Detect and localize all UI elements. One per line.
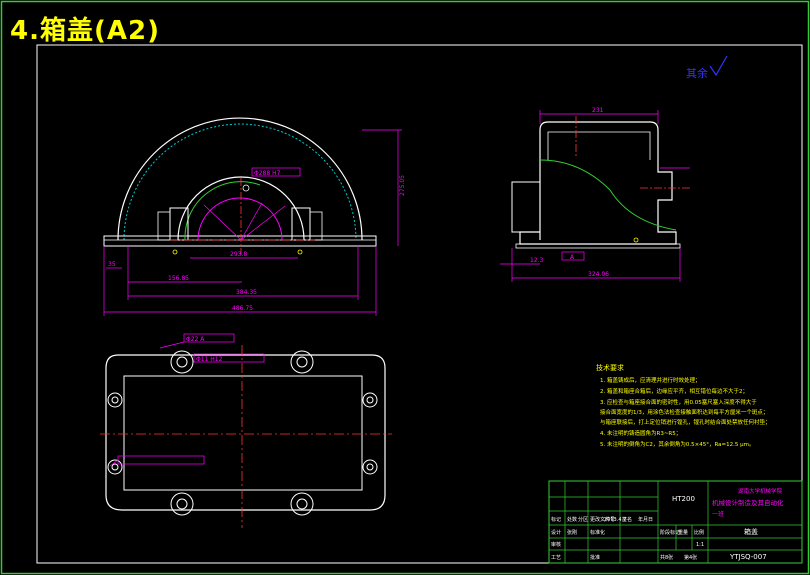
front-dimensions bbox=[103, 129, 402, 316]
roughness-check-icon bbox=[709, 55, 728, 77]
side-hole-mark bbox=[633, 237, 639, 243]
front-inner-width: 384.35 bbox=[236, 289, 257, 296]
tb-row-label-zone: 分区 bbox=[578, 516, 588, 523]
side-datum-box bbox=[561, 251, 585, 261]
notes-line-7: 5. 未注明的倒角为C2，其余倒角为0.5×45°，Ra=12.5 μm。 bbox=[600, 440, 754, 448]
side-top-width: 231 bbox=[592, 107, 604, 114]
front-boss-right bbox=[291, 207, 311, 241]
tb-stage-label: 阶段标记 bbox=[660, 529, 680, 536]
front-rib-left bbox=[157, 211, 171, 241]
notes-line-5: 与箱座联接后，打上定位销进行镗孔，镗孔时结合面处禁放任何衬垫； bbox=[600, 418, 771, 426]
side-flange: 12.3 bbox=[530, 257, 544, 264]
side-datum: A bbox=[570, 254, 575, 261]
front-height: 275.05 bbox=[399, 175, 406, 196]
front-rib-right bbox=[309, 211, 323, 241]
notes-title: 技术要求 bbox=[596, 363, 624, 372]
inner-frame bbox=[36, 44, 803, 564]
plan-callout-3-box bbox=[117, 455, 205, 465]
side-inner-wall bbox=[547, 131, 651, 160]
side-left-boss bbox=[511, 181, 541, 233]
tb-school-line3: 一班 bbox=[712, 510, 724, 518]
tb-designer-label: 设计 bbox=[551, 529, 561, 536]
tb-school-line2: 机械设计制造及其自动化 bbox=[712, 498, 784, 507]
title-block: HT200 湖南大学机械学院 机械设计制造及其自动化 一班 箱盖 YTJSQ-0… bbox=[548, 480, 803, 564]
notes-line-3: 3. 应检查与箱座接合面的密封性，用0.05塞尺塞入深度不得大于 bbox=[600, 398, 757, 406]
plan-inner-opening bbox=[123, 375, 363, 491]
front-hole-left bbox=[172, 249, 178, 255]
plan-outer-outline bbox=[105, 354, 386, 511]
plan-callout-2-box bbox=[193, 353, 265, 363]
tb-check-label: 审核 bbox=[551, 541, 561, 548]
notes-line-2: 2. 箱盖和箱座合箱后，边缘应平齐，相互错位每边不大于2； bbox=[600, 387, 748, 395]
tb-process-label: 工艺 bbox=[551, 555, 561, 561]
roughness-symbol: 其余 bbox=[686, 55, 728, 80]
tb-part-name: 箱盖 bbox=[744, 527, 758, 536]
side-view: 231 324.06 A 12.3 bbox=[500, 107, 690, 282]
front-radius-leader-3 bbox=[240, 202, 263, 241]
side-bottom-width: 324.06 bbox=[588, 271, 609, 278]
side-base bbox=[515, 243, 681, 249]
front-left-offset: 156.85 bbox=[168, 275, 189, 282]
front-bore-callout-box bbox=[251, 167, 301, 177]
front-bore-arc bbox=[197, 197, 283, 241]
plan-callout-1-leader bbox=[159, 341, 185, 349]
roughness-label: 其余 bbox=[686, 66, 708, 80]
tb-row-label-date: 年月日 bbox=[638, 516, 653, 523]
tb-date: 2013.4.7 bbox=[604, 517, 626, 523]
notes-line-4: 接合面宽度的1/3，用涂色法检查接触面积达到每平方厘米一个斑点； bbox=[600, 408, 768, 416]
tb-drawing-no: YTJSQ-007 bbox=[729, 553, 767, 561]
front-view: Φ288 H7 486.75 384.35 156.85 293.8 35 27… bbox=[103, 117, 406, 316]
side-green-contour bbox=[539, 159, 677, 231]
front-dome-hatch bbox=[123, 123, 357, 241]
technical-notes: 技术要求 1. 箱盖铸成后，应清理并进行时效处理； 2. 箱盖和箱座合箱后，边缘… bbox=[596, 363, 771, 448]
front-outer-dome bbox=[117, 117, 363, 241]
plan-callout-1: Φ22 A bbox=[186, 336, 205, 343]
front-bore-callout: Φ288 H7 bbox=[254, 170, 281, 177]
tb-scale: 1:1 bbox=[696, 542, 704, 548]
tb-scale-label: 比例 bbox=[694, 529, 704, 536]
front-center-span: 293.8 bbox=[230, 251, 247, 258]
title-block-frame bbox=[548, 480, 803, 564]
tb-weight-label: 重量 bbox=[678, 529, 688, 536]
front-radius-leader-2 bbox=[203, 204, 242, 241]
tb-approve-label: 批准 bbox=[590, 554, 600, 561]
plan-callout-3-leader bbox=[109, 459, 119, 467]
front-hole-right bbox=[297, 249, 303, 255]
front-radius-leader-1 bbox=[240, 205, 286, 241]
plan-callout-2: Φ11 H12 bbox=[196, 356, 223, 363]
tb-row-label-change: 更改文件号 bbox=[590, 516, 615, 523]
tb-school-line1: 湖南大学机械学院 bbox=[738, 487, 783, 495]
notes-line-6: 4. 未注明的铸造圆角为R3~R5； bbox=[600, 429, 681, 437]
drawing-heading: 4.箱盖(A2) bbox=[10, 16, 160, 46]
tb-standard-label: 标准化 bbox=[590, 529, 605, 536]
plan-view: Φ22 A Φ11 H12 bbox=[100, 333, 392, 528]
front-hole-top bbox=[242, 184, 250, 192]
front-flange bbox=[103, 235, 377, 247]
front-bottom-small: 35 bbox=[108, 261, 116, 268]
front-inner-green bbox=[184, 181, 261, 241]
notes-line-1: 1. 箱盖铸成后，应清理并进行时效处理； bbox=[600, 376, 701, 384]
front-inner-arc bbox=[177, 176, 305, 241]
tb-row-label-sign: 签名 bbox=[622, 516, 632, 523]
plan-bosses bbox=[107, 350, 378, 516]
tb-sheet-no: 第4张 bbox=[684, 554, 697, 561]
tb-row-label-mark: 标记 bbox=[551, 516, 561, 523]
plan-callout-1-box bbox=[183, 333, 235, 343]
tb-row-label-count: 处数 bbox=[567, 516, 577, 523]
front-overall-width: 486.75 bbox=[232, 305, 253, 312]
title-block-grid bbox=[549, 481, 802, 563]
tb-designer-name: 张刚 bbox=[567, 529, 577, 536]
side-outline bbox=[519, 121, 677, 245]
tb-sheet-total: 共8张 bbox=[660, 554, 673, 561]
tb-material: HT200 bbox=[672, 495, 695, 503]
side-dimensions bbox=[500, 110, 690, 282]
